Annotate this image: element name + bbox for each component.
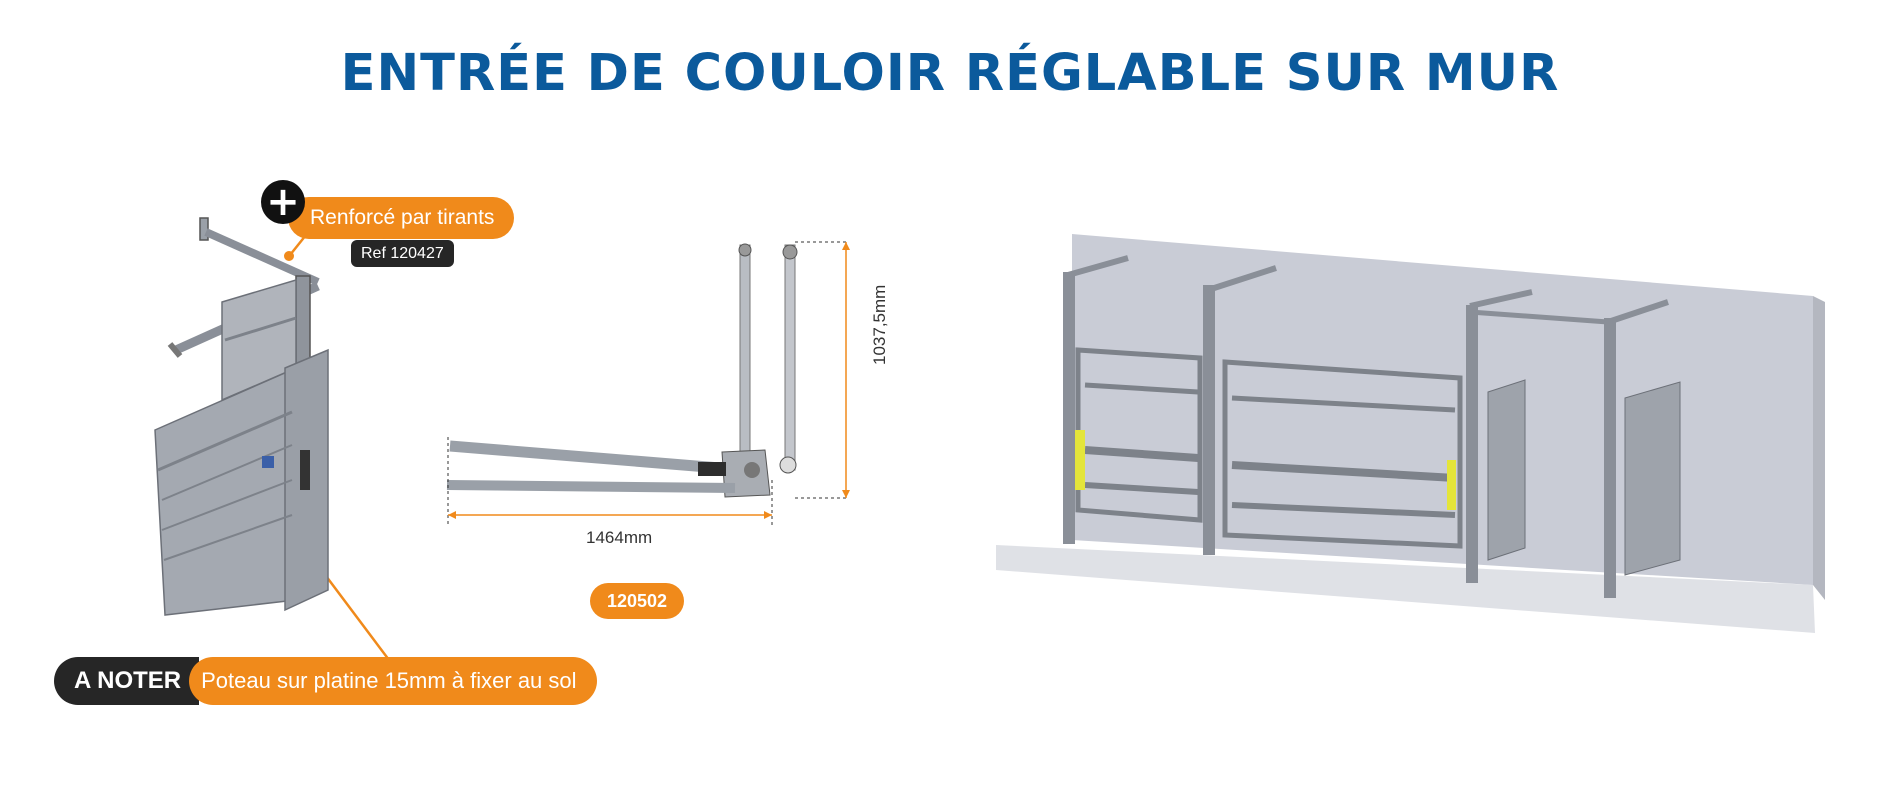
- wall-installation-illustration: [996, 234, 1825, 633]
- page-title: ENTRÉE DE COULOIR RÉGLABLE SUR MUR: [340, 44, 1560, 103]
- height-dimension-label: 1037,5mm: [870, 284, 889, 365]
- reinforced-callout: Renforcé par tirants: [288, 197, 515, 239]
- reinforced-ref-tag: Ref 120427: [351, 240, 454, 267]
- product-ref-pill: 120502: [590, 583, 685, 619]
- dimension-drawing: [446, 241, 850, 526]
- plus-icon: +: [261, 180, 305, 224]
- width-dimension-label: 1464mm: [586, 528, 653, 547]
- note-label: A NOTER: [54, 657, 200, 705]
- note-text: Poteau sur platine 15mm à fixer au sol: [189, 657, 597, 705]
- note-callout: A NOTER Poteau sur platine 15mm à fixer …: [54, 657, 597, 705]
- gate-product-illustration: [154, 217, 393, 665]
